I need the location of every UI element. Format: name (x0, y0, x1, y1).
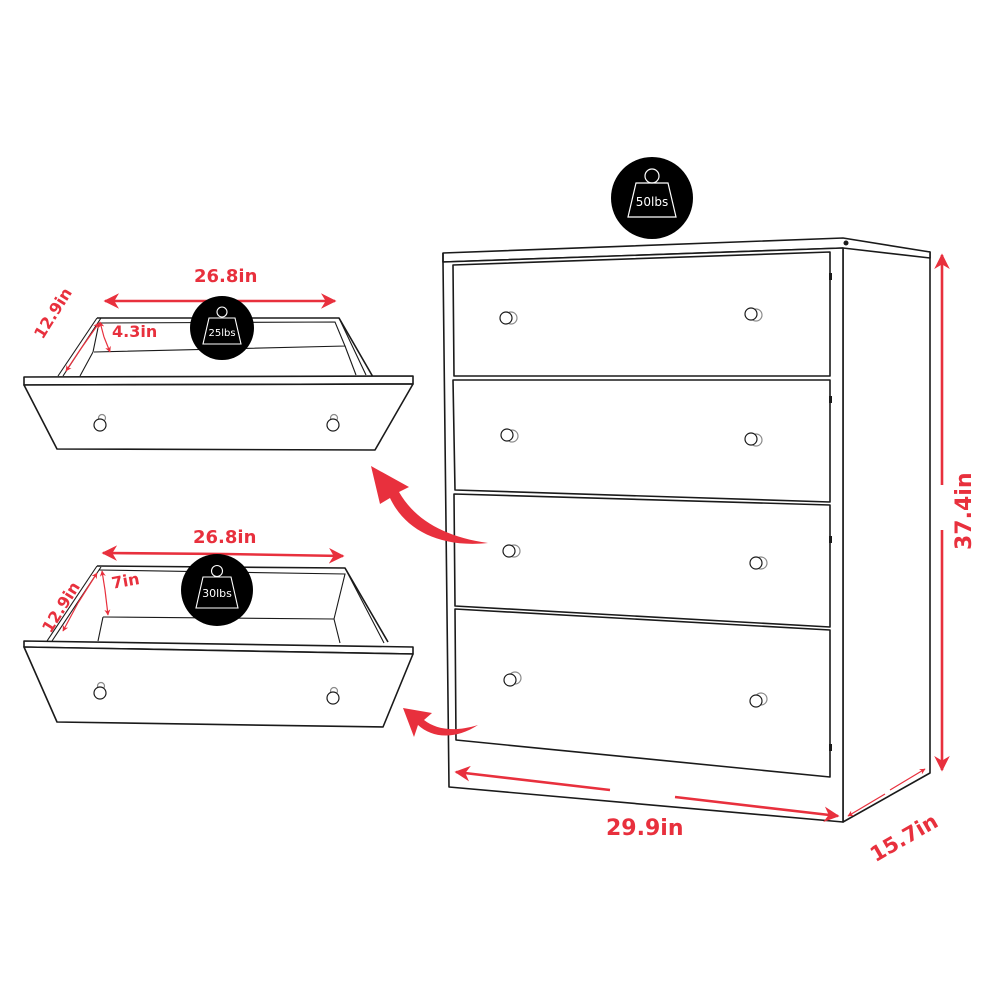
large-drawer-height-dimension (99, 570, 111, 616)
small-drawer-width-label: 26.8in (194, 266, 258, 287)
large-drawer-width-label: 26.8in (193, 527, 257, 548)
large-drawer-front-panel (23, 646, 414, 728)
large-drawer-depth-dimension (62, 572, 98, 632)
small-drawer-illustration (23, 317, 414, 451)
dresser-side-panel (842, 242, 931, 823)
dresser-drawer-2 (452, 379, 832, 503)
small-drawer-load-label: 25lbs (208, 328, 235, 339)
dresser-illustration (442, 237, 931, 823)
small-drawer-height-label: 4.3in (112, 322, 158, 341)
top-load-label: 50lbs (636, 195, 668, 209)
kettlebell-weight-icon (216, 306, 228, 318)
large-drawer-illustration (23, 565, 414, 728)
small-drawer-depth-dimension (65, 322, 100, 372)
dresser-top-load-badge: 50lbs (611, 157, 693, 239)
small-drawer-load-badge: 25lbs (190, 296, 254, 360)
large-drawer-load-badge: 30lbs (181, 554, 253, 626)
dresser-height-label: 37.4in (952, 472, 977, 550)
curved-arrow-icon (403, 708, 478, 737)
dresser-drawer-4 (454, 608, 832, 778)
dresser-width-label: 29.9in (606, 816, 684, 841)
large-drawer-load-label: 30lbs (202, 587, 232, 600)
dresser-drawer-1 (452, 251, 832, 377)
dresser-depth-dimension (847, 768, 926, 817)
small-drawer-front-panel (23, 383, 414, 451)
curved-arrow-icon (371, 466, 488, 544)
dresser-drawer-3 (453, 493, 832, 628)
dresser-width-dimension (454, 765, 840, 823)
large-drawer-width-dimension (101, 545, 345, 564)
small-drawer-height-dimension (98, 321, 111, 353)
cam-lock-dot (843, 240, 849, 246)
